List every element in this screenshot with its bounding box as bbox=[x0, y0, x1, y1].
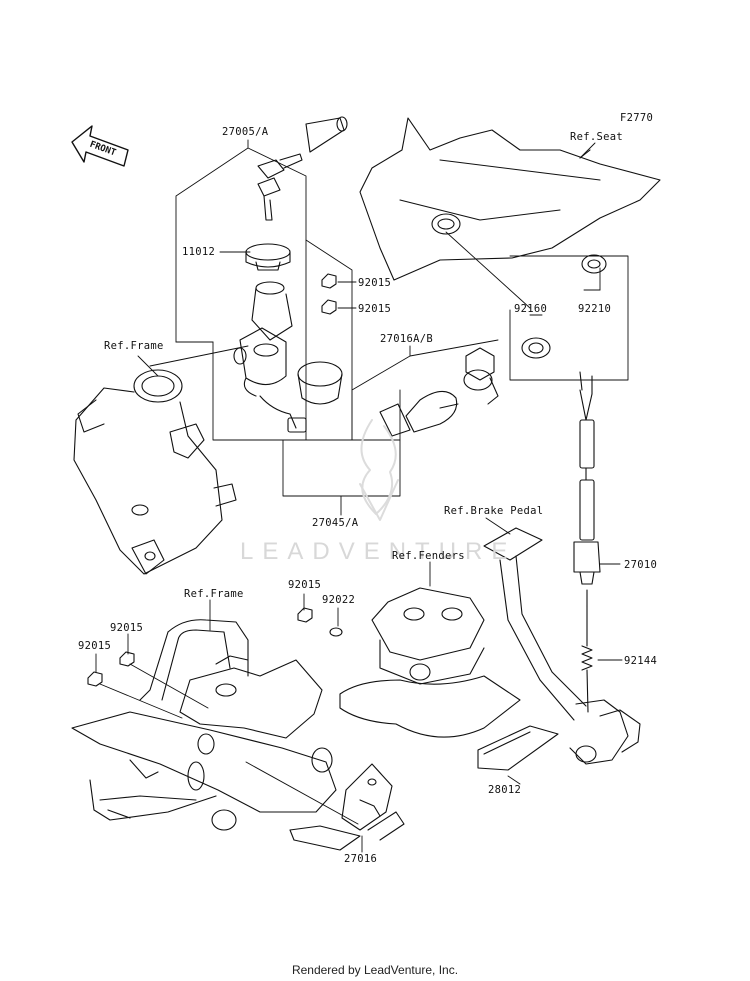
part-label-28012[interactable]: 28012 bbox=[488, 784, 522, 796]
figure-code: F2770 bbox=[620, 112, 654, 124]
spring-92144 bbox=[581, 605, 593, 713]
part-label-92015-mid[interactable]: 92015 bbox=[288, 579, 322, 591]
front-arrow-icon bbox=[71, 125, 129, 167]
part-label-92022[interactable]: 92022 bbox=[322, 594, 356, 606]
part-label-27016[interactable]: 27016 bbox=[344, 853, 378, 865]
part-label-92015-left2[interactable]: 92015 bbox=[78, 640, 112, 652]
frame-lower bbox=[71, 619, 337, 831]
lock-set-27016ab bbox=[379, 347, 499, 437]
brake-pedal bbox=[477, 527, 641, 771]
ref-label-fenders[interactable]: Ref.Fenders bbox=[392, 550, 465, 562]
part-label-92160[interactable]: 92160 bbox=[514, 303, 548, 315]
part-label-27045a[interactable]: 27045/A bbox=[312, 517, 359, 529]
part-label-92144[interactable]: 92144 bbox=[624, 655, 658, 667]
frame-head-tube bbox=[73, 369, 237, 575]
ref-label-frame-bottom[interactable]: Ref.Frame bbox=[184, 588, 244, 600]
part-label-27005a[interactable]: 27005/A bbox=[222, 126, 269, 138]
part-label-92015-top2[interactable]: 92015 bbox=[358, 303, 392, 315]
ignition-switch bbox=[233, 281, 307, 433]
ref-label-frame-top[interactable]: Ref.Frame bbox=[104, 340, 164, 352]
footer-credit: Rendered by LeadVenture, Inc. bbox=[291, 963, 459, 977]
cylinder-11012 bbox=[245, 243, 291, 271]
watermark-text: LEADVENTURE bbox=[240, 538, 517, 565]
part-label-92210[interactable]: 92210 bbox=[578, 303, 612, 315]
grommet-92160 bbox=[521, 337, 551, 359]
key-set-27005a bbox=[257, 116, 348, 221]
part-label-27016ab[interactable]: 27016A/B bbox=[380, 333, 433, 345]
seat-ref-panel bbox=[359, 117, 661, 281]
fenders-ref bbox=[339, 587, 521, 738]
part-label-92015-top1[interactable]: 92015 bbox=[358, 277, 392, 289]
watermark-logo bbox=[359, 419, 399, 521]
nut-92015-left bbox=[87, 651, 135, 687]
part-label-11012[interactable]: 11012 bbox=[182, 246, 216, 258]
part-label-27010[interactable]: 27010 bbox=[624, 559, 658, 571]
ref-label-brake-pedal[interactable]: Ref.Brake Pedal bbox=[444, 505, 544, 517]
switch-bracket-27016 bbox=[289, 763, 405, 851]
nut-92015-top bbox=[321, 273, 337, 315]
switch-27010 bbox=[573, 371, 601, 607]
part-label-92015-left1[interactable]: 92015 bbox=[110, 622, 144, 634]
front-label: FRONT bbox=[88, 140, 117, 159]
nut-washer-mid bbox=[297, 607, 343, 637]
ignition-cap bbox=[297, 361, 343, 405]
ref-label-seat[interactable]: Ref.Seat bbox=[570, 131, 623, 143]
leader-lines bbox=[95, 139, 629, 853]
grommet-92210 bbox=[581, 254, 607, 274]
